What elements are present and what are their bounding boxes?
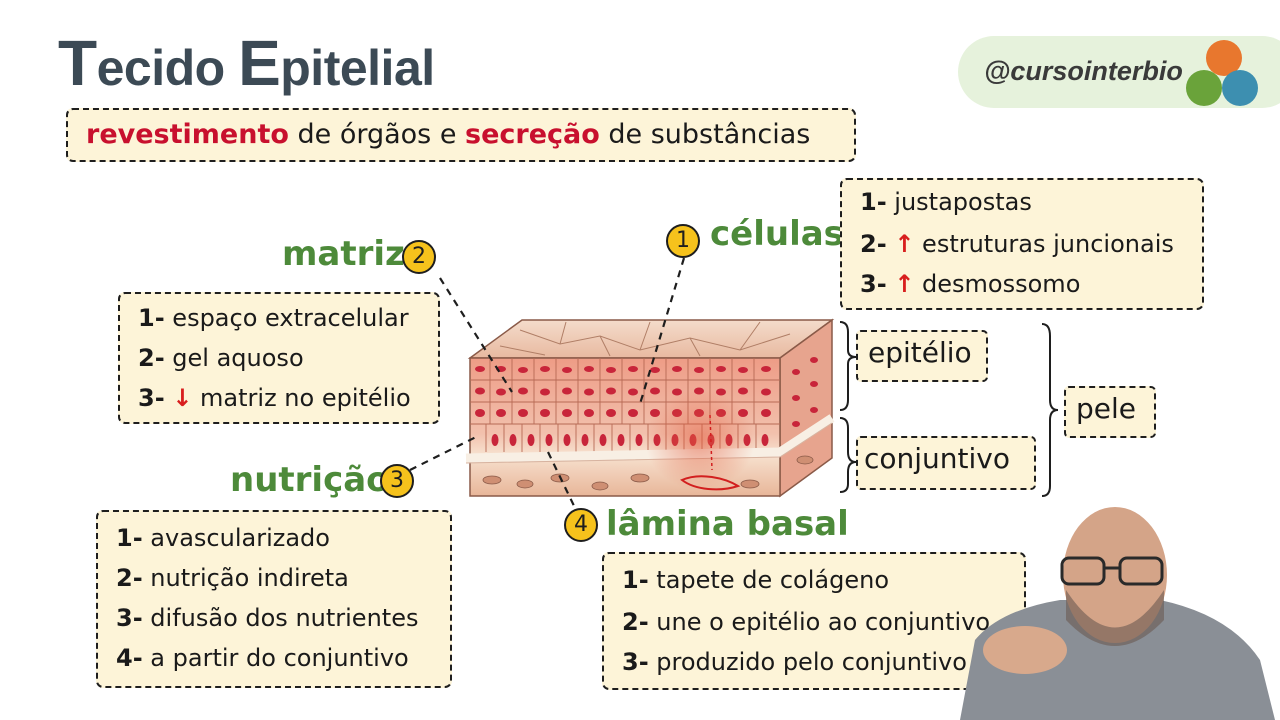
presenter-hands <box>983 626 1067 674</box>
